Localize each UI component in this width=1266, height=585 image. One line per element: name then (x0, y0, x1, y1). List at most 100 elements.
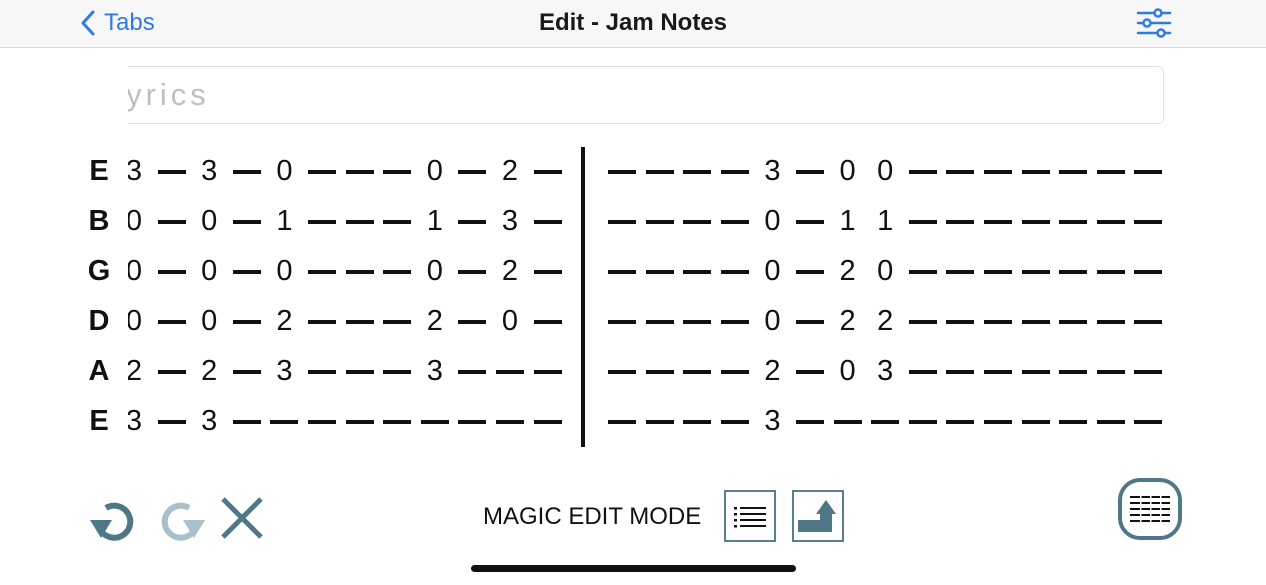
tab-dash[interactable] (1134, 320, 1163, 324)
tab-dash[interactable] (608, 370, 636, 374)
tab-dash[interactable] (608, 320, 636, 324)
tab-dash[interactable] (157, 320, 186, 324)
tab-dash[interactable] (1059, 270, 1088, 274)
tab-dash[interactable] (796, 320, 824, 324)
fret-number[interactable]: 2 (201, 355, 218, 387)
tab-dash[interactable] (157, 420, 186, 424)
fret-number[interactable]: 0 (276, 155, 293, 187)
tab-dash[interactable] (984, 420, 1012, 424)
tab-dash[interactable] (645, 320, 674, 324)
fret-number[interactable]: 2 (764, 355, 781, 387)
tab-dash[interactable] (908, 420, 937, 424)
fret-number[interactable]: 0 (201, 305, 218, 337)
tab-dash[interactable] (533, 220, 562, 224)
tab-dash[interactable] (308, 170, 336, 174)
fret-number[interactable]: 2 (426, 305, 443, 337)
tab-dash[interactable] (533, 170, 562, 174)
tab-dash[interactable] (946, 170, 975, 174)
fret-number[interactable]: 0 (125, 255, 143, 287)
tab-dash[interactable] (232, 270, 261, 274)
tab-dash[interactable] (946, 320, 975, 324)
tab-dash[interactable] (1059, 370, 1088, 374)
tab-dash[interactable] (1096, 320, 1125, 324)
tab-dash[interactable] (1096, 170, 1125, 174)
tab-dash[interactable] (796, 370, 824, 374)
fret-number[interactable]: 3 (764, 155, 781, 187)
tab-dash[interactable] (1134, 220, 1163, 224)
tab-dash[interactable] (1134, 420, 1163, 424)
tab-dash[interactable] (645, 220, 674, 224)
tab-dash[interactable] (796, 170, 824, 174)
tab-dash[interactable] (458, 170, 487, 174)
tab-dash[interactable] (270, 420, 299, 424)
tab-dash[interactable] (645, 270, 674, 274)
tab-dash[interactable] (533, 420, 562, 424)
tab-dash[interactable] (796, 220, 824, 224)
fret-number[interactable]: 3 (276, 355, 293, 387)
tab-dash[interactable] (1096, 220, 1125, 224)
tab-dash[interactable] (946, 270, 975, 274)
clear-button[interactable] (220, 496, 264, 540)
tab-dash[interactable] (796, 420, 824, 424)
tab-dash[interactable] (157, 220, 186, 224)
tab-dash[interactable] (1096, 370, 1125, 374)
tab-dash[interactable] (383, 370, 412, 374)
tab-dash[interactable] (683, 320, 712, 324)
tab-dash[interactable] (232, 370, 261, 374)
tab-dash[interactable] (308, 270, 336, 274)
fret-number[interactable]: 3 (764, 405, 781, 437)
fret-number[interactable]: 0 (839, 155, 856, 187)
tab-dash[interactable] (308, 370, 336, 374)
tab-dash[interactable] (608, 220, 636, 224)
tab-dash[interactable] (1059, 220, 1088, 224)
tab-dash[interactable] (984, 320, 1012, 324)
tab-dash[interactable] (946, 220, 975, 224)
tab-dash[interactable] (720, 320, 749, 324)
fret-number[interactable]: 2 (877, 305, 894, 337)
fret-number[interactable]: 2 (276, 305, 293, 337)
tab-dash[interactable] (833, 420, 862, 424)
tab-dash[interactable] (308, 220, 336, 224)
tab-dash[interactable] (1096, 420, 1125, 424)
tab-dash[interactable] (458, 370, 487, 374)
tab-dash[interactable] (608, 270, 636, 274)
tab-dash[interactable] (383, 320, 412, 324)
tab-dash[interactable] (1021, 170, 1050, 174)
tab-dash[interactable] (533, 370, 562, 374)
tab-dash[interactable] (345, 320, 374, 324)
fret-number[interactable]: 0 (764, 255, 781, 287)
tab-dash[interactable] (1021, 420, 1050, 424)
tab-dash[interactable] (871, 420, 900, 424)
back-button[interactable]: Tabs (80, 8, 155, 38)
fret-number[interactable]: 2 (839, 305, 856, 337)
tab-dash[interactable] (345, 170, 374, 174)
fret-number[interactable]: 2 (501, 255, 519, 287)
tab-dash[interactable] (308, 320, 336, 324)
tab-dash[interactable] (984, 270, 1012, 274)
fret-number[interactable]: 3 (426, 355, 443, 387)
tab-dash[interactable] (458, 420, 487, 424)
tab-dash[interactable] (383, 270, 412, 274)
tab-dash[interactable] (345, 420, 374, 424)
tab-dash[interactable] (157, 370, 186, 374)
tab-dash[interactable] (908, 270, 937, 274)
tab-dash[interactable] (458, 270, 487, 274)
fret-number[interactable]: 0 (764, 205, 781, 237)
tab-dash[interactable] (946, 370, 975, 374)
tab-dash[interactable] (1059, 320, 1088, 324)
tab-dash[interactable] (608, 170, 636, 174)
fret-number[interactable]: 3 (201, 405, 218, 437)
fret-number[interactable]: 1 (839, 205, 856, 237)
tab-dash[interactable] (157, 270, 186, 274)
tab-dash[interactable] (1021, 270, 1050, 274)
fret-number[interactable]: 0 (501, 305, 519, 337)
tab-dash[interactable] (796, 270, 824, 274)
fret-number[interactable]: 2 (839, 255, 856, 287)
tab-dash[interactable] (345, 270, 374, 274)
fret-number[interactable]: 2 (125, 355, 143, 387)
fret-number[interactable]: 0 (877, 155, 894, 187)
fret-number[interactable]: 1 (276, 205, 293, 237)
tab-dash[interactable] (496, 370, 524, 374)
fret-number[interactable]: 0 (877, 255, 894, 287)
tab-dash[interactable] (383, 220, 412, 224)
